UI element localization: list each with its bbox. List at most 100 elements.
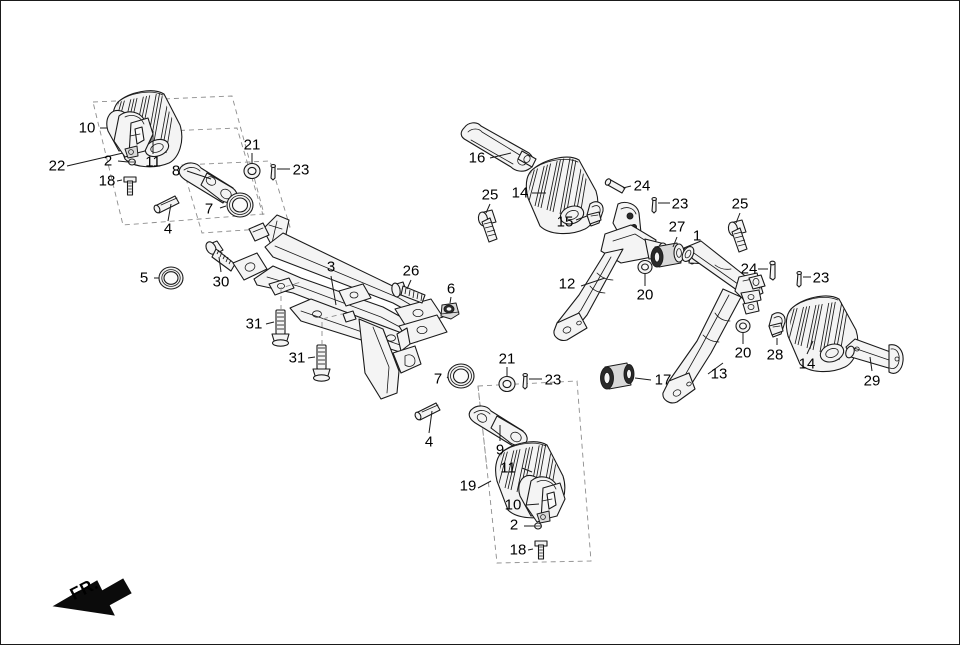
part-31-bolt-b — [312, 344, 331, 382]
callout-number-28: 28 — [766, 346, 784, 364]
leader-27 — [672, 236, 678, 248]
callout-number-2: 2 — [103, 152, 113, 170]
callout-number-17: 17 — [654, 371, 672, 389]
leader-14b — [806, 340, 814, 355]
leader-31b — [307, 356, 316, 359]
leader-15 — [575, 215, 588, 221]
callout-number-13: 13 — [710, 365, 728, 383]
leader-19 — [477, 480, 492, 489]
leader-25b — [735, 212, 741, 224]
leader-30 — [218, 256, 222, 273]
callout-number-14: 14 — [798, 355, 816, 373]
callout-number-23: 23 — [292, 161, 310, 179]
callout-number-21: 21 — [243, 136, 261, 154]
callout-number-25: 25 — [481, 186, 499, 204]
leader-31a — [265, 321, 275, 325]
part-6-flange-nut — [440, 302, 460, 320]
part-24-pin-top — [604, 178, 626, 194]
callout-number-31: 31 — [288, 349, 306, 367]
part-10-footpeg-bracket-lower — [518, 474, 566, 524]
part-28-clip — [768, 312, 786, 338]
part-13-main-stand — [662, 240, 766, 404]
callout-number-7: 7 — [204, 200, 214, 218]
callout-number-23: 23 — [544, 371, 562, 389]
callout-number-30: 30 — [212, 273, 230, 291]
part-18-bolt-top — [123, 176, 137, 196]
part-31-bolt-a — [271, 309, 290, 347]
callout-number-6: 6 — [446, 280, 456, 298]
callout-number-9: 9 — [495, 441, 505, 459]
part-21-washer-top — [243, 162, 261, 180]
callout-number-11: 11 — [500, 459, 516, 477]
leader-8 — [186, 170, 212, 180]
callout-number-20: 20 — [636, 286, 654, 304]
leader-2a — [117, 160, 129, 163]
callout-number-21: 21 — [498, 350, 516, 368]
leader-3 — [330, 275, 337, 306]
part-29-footpeg-pin — [845, 338, 904, 374]
callout-number-15: 15 — [556, 213, 574, 231]
part-18-bolt-lower — [534, 540, 548, 560]
part-23-pin-top — [270, 163, 276, 181]
callout-number-10: 10 — [504, 496, 522, 514]
callout-number-7: 7 — [433, 370, 443, 388]
part-25-flange-bolt-right — [727, 219, 748, 253]
part-17-bushing — [600, 362, 635, 390]
part-24-pin-right — [769, 260, 776, 281]
leader-18a — [116, 179, 123, 182]
group-box-19 — [477, 380, 592, 564]
part-10-footpeg-bracket — [106, 109, 154, 159]
part-23-pin-right — [796, 270, 802, 288]
callout-number-22: 22 — [48, 157, 66, 175]
part-8-link-bar — [178, 162, 238, 204]
part-12-side-stand — [553, 201, 669, 341]
part-26-flange-bolt — [391, 281, 426, 304]
callout-number-11: 11 — [145, 153, 161, 171]
callout-number-26: 26 — [402, 262, 420, 280]
callout-number-18: 18 — [509, 541, 527, 559]
leader-13 — [707, 362, 724, 375]
part-20-washer-right — [735, 318, 751, 334]
leader-7b — [446, 376, 449, 379]
callout-number-4: 4 — [424, 433, 434, 451]
callout-number-5: 5 — [139, 269, 149, 287]
callout-number-1: 1 — [692, 227, 702, 245]
callout-number-29: 29 — [863, 372, 881, 390]
leader-4b — [428, 410, 433, 434]
leader-16 — [489, 152, 512, 159]
fr-marker: FR. — [19, 573, 139, 635]
part-15-clip — [586, 201, 604, 227]
leader-17 — [634, 377, 652, 381]
callout-number-24: 24 — [740, 260, 758, 278]
leader-7a — [219, 205, 227, 209]
fr-direction-arrow — [52, 578, 132, 616]
callout-number-10: 10 — [78, 119, 96, 137]
leader-24a — [622, 185, 632, 189]
fr-label: FR. — [67, 573, 102, 604]
callout-number-12: 12 — [558, 275, 576, 293]
leader-18b — [527, 548, 534, 551]
part-2-clip-lower — [534, 522, 542, 530]
callout-number-2: 2 — [509, 516, 519, 534]
part-25-flange-bolt-left — [477, 209, 498, 243]
leader-6 — [449, 296, 452, 304]
leader-25a — [485, 203, 491, 214]
callout-number-19: 19 — [459, 477, 477, 495]
leader-29 — [869, 356, 873, 372]
part-5-seal — [158, 266, 184, 290]
callout-number-25: 25 — [731, 195, 749, 213]
callout-number-24: 24 — [633, 177, 651, 195]
part-20-washer-left — [637, 259, 653, 275]
leader-10b — [525, 503, 540, 506]
part-30-flange-bolt — [205, 240, 236, 272]
part-4-pin-top — [153, 195, 180, 214]
part-16-footpeg-bar — [460, 122, 537, 172]
leader-4a — [167, 203, 172, 222]
leader-26 — [406, 279, 412, 290]
callout-number-14: 14 — [511, 184, 529, 202]
part-9-link-bar — [468, 405, 528, 447]
callout-number-20: 20 — [734, 344, 752, 362]
part-2-clip-top — [128, 158, 136, 166]
group-box-22b — [181, 160, 291, 234]
